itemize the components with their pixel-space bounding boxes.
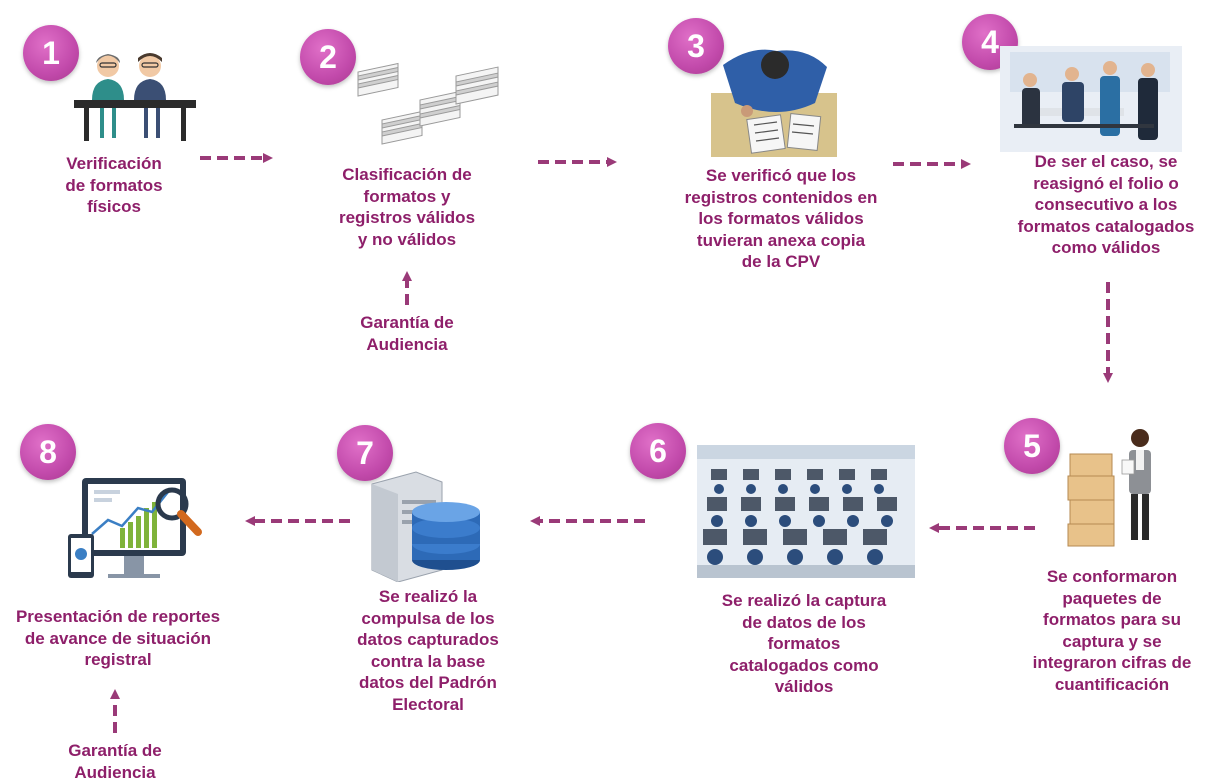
step-2-label: Clasificación de formatos y registros vá…: [338, 165, 476, 249]
people-at-desk-icon: [74, 53, 196, 141]
step-8-side-note: Garantía de Audiencia: [68, 741, 162, 782]
step-7-badge: 7: [337, 425, 393, 481]
meeting-team-icon: [1000, 46, 1182, 152]
database-server-icon: [371, 471, 480, 582]
worker-overhead-icon: [711, 49, 837, 157]
step-2-badge: 2: [300, 29, 356, 85]
step-4-label: De ser el caso, se reasignó el folio o c…: [1017, 152, 1195, 257]
step-6-badge: 6: [630, 423, 686, 479]
step-3-badge: 3: [668, 18, 724, 74]
computer-lab-icon: [697, 445, 915, 578]
boxes-worker-icon: [1067, 429, 1151, 547]
step-1-label: Verificación de formatos físicos: [65, 154, 163, 216]
step-8-badge: 8: [20, 424, 76, 480]
paper-stacks-icon: [357, 62, 499, 145]
step-1-badge: 1: [23, 25, 79, 81]
step-5-badge: 5: [1004, 418, 1060, 474]
step-6-label: Se realizó la captura de datos de los fo…: [721, 591, 887, 696]
step-5-label: Se conformaron paquetes de formatos para…: [1032, 567, 1192, 694]
step-7-label: Se realizó la compulsa de los datos capt…: [357, 587, 499, 714]
analytics-monitor-icon: [68, 478, 202, 578]
step-8-label: Presentación de reportes de avance de si…: [15, 607, 221, 669]
step-2-side-note: Garantía de Audiencia: [360, 313, 454, 354]
step-3-label: Se verificó que los registros contenidos…: [684, 166, 878, 271]
